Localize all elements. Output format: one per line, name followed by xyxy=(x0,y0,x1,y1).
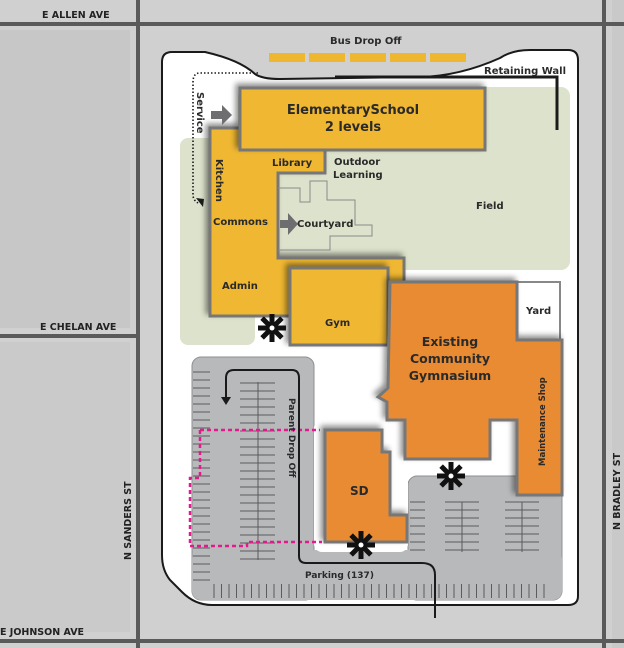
bus-bay xyxy=(350,53,386,62)
parent-drop-off-label: Parent Drop Off xyxy=(286,398,296,478)
existing-gymnasium-label-2: Community xyxy=(410,351,490,366)
existing-gymnasium-label: Existing xyxy=(422,334,478,349)
street-label-n-sanders: N SANDERS ST xyxy=(123,481,134,560)
parking-label: Parking (137) xyxy=(305,571,374,581)
building-elementary-school xyxy=(238,86,487,152)
street-label-e-allen: E ALLEN AVE xyxy=(42,10,110,21)
street-label-n-bradley: N BRADLEY ST xyxy=(612,452,623,530)
admin-label: Admin xyxy=(222,281,258,292)
courtyard-entry-arrow-icon xyxy=(280,213,298,235)
building-sd xyxy=(323,428,409,544)
entry-arrow-icon xyxy=(211,105,232,125)
courtyard-label: Courtyard xyxy=(297,219,353,230)
aerial-block xyxy=(0,342,130,632)
gym-label: Gym xyxy=(325,318,350,329)
building-existing-gymnasium xyxy=(375,280,564,497)
bus-bay xyxy=(269,53,305,62)
elementary-levels-label: 2 levels xyxy=(325,120,382,135)
sd-label: SD xyxy=(350,484,369,498)
route-arrow-icon xyxy=(221,397,231,405)
bus-bay xyxy=(430,53,466,62)
service-arrow-icon xyxy=(196,198,204,207)
existing-gymnasium-label-3: Gymnasium xyxy=(409,368,491,383)
bus-bay xyxy=(309,53,345,62)
field-label: Field xyxy=(476,201,504,212)
entrance-asterisk-icon xyxy=(437,462,465,490)
bus-drop-off-label: Bus Drop Off xyxy=(330,36,402,47)
street-label-e-johnson: E JOHNSON AVE xyxy=(0,627,84,638)
entrance-asterisk-icon xyxy=(347,531,375,559)
aerial-block xyxy=(0,30,130,328)
parking-lot xyxy=(191,356,563,601)
maintenance-shop-label: Maintenance Shop xyxy=(538,377,548,466)
bus-bays xyxy=(269,53,466,62)
library-label: Library xyxy=(272,158,313,169)
kitchen-label: Kitchen xyxy=(213,159,224,202)
aerial-block xyxy=(612,0,624,648)
parking-stalls xyxy=(193,371,545,598)
retaining-wall-label: Retaining Wall xyxy=(484,66,566,77)
retaining-wall xyxy=(335,75,559,130)
outdoor-learning-label: Outdoor xyxy=(334,157,380,168)
street-label-e-chelan: E CHELAN AVE xyxy=(40,322,116,333)
vehicle-route xyxy=(225,369,436,618)
outdoor-learning-label-2: Learning xyxy=(333,170,383,181)
service-route xyxy=(192,72,258,204)
bus-bay xyxy=(390,53,426,62)
entrances xyxy=(258,314,465,559)
elementary-school-label: ElementarySchool xyxy=(287,103,419,118)
yard-label: Yard xyxy=(525,306,551,317)
service-label: Service xyxy=(194,92,205,134)
entrance-asterisk-icon xyxy=(258,314,286,342)
courtyard-outline xyxy=(278,180,373,251)
commons-label: Commons xyxy=(213,217,268,228)
building-gym xyxy=(288,266,390,347)
